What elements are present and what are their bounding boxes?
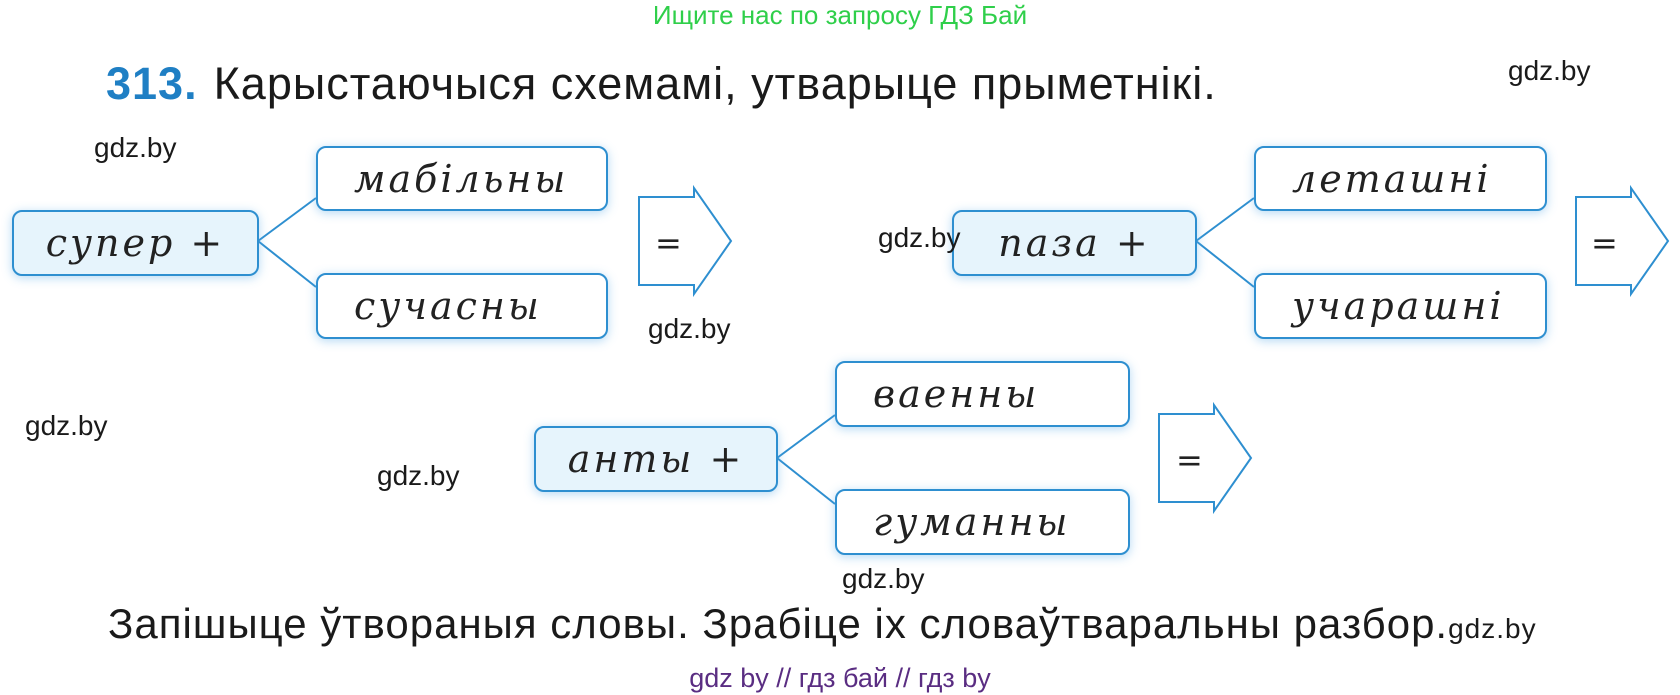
connector-line xyxy=(776,457,836,505)
watermark: gdz.by xyxy=(1448,613,1537,644)
prefix-box: супер + xyxy=(12,210,259,276)
connector-line xyxy=(776,414,836,459)
word-box: ваенны xyxy=(835,361,1130,427)
equals-sign: = xyxy=(1176,441,1203,479)
task-number: 313. xyxy=(106,58,198,109)
task-text: Карыстаючыся схемамі, утварыце прыметнік… xyxy=(213,58,1217,109)
equals-sign: = xyxy=(1591,224,1618,262)
connector-line xyxy=(257,240,317,288)
equals-arrow xyxy=(1575,184,1670,298)
banner-text: Ищите нас по запросу ГДЗ Бай xyxy=(652,0,1028,30)
word-box: сучасны xyxy=(316,273,608,339)
watermark: gdz.by xyxy=(842,563,925,594)
watermark: gdz.by xyxy=(25,410,108,441)
word-box: гуманны xyxy=(835,489,1130,555)
watermark: gdz.by xyxy=(1508,55,1591,86)
watermark: gdz.by xyxy=(377,460,460,491)
word-box: леташні xyxy=(1254,146,1547,211)
connector-line xyxy=(257,197,317,242)
prefix-box: паза + xyxy=(952,210,1197,276)
equals-arrow xyxy=(1158,401,1253,515)
equals-arrow xyxy=(638,184,733,298)
instruction-text: Запішыце ўтвораныя словы. Зрабіце іх сло… xyxy=(108,600,1537,648)
connector-line xyxy=(1195,197,1255,242)
watermark: gdz.by xyxy=(648,313,731,344)
prefix-box: анты + xyxy=(534,426,778,492)
footer-text: gdz by // гдз бай // гдз by xyxy=(689,663,991,693)
connector-line xyxy=(1195,240,1255,288)
task-heading: 313. Карыстаючыся схемамі, утварыце прыме… xyxy=(106,58,1217,110)
word-box: учарашні xyxy=(1254,273,1547,339)
watermark: gdz.by xyxy=(94,132,177,163)
watermark: gdz.by xyxy=(878,222,961,253)
equals-sign: = xyxy=(655,224,682,262)
instruction-sentence: Запішыце ўтвораныя словы. Зрабіце іх сло… xyxy=(108,600,1449,647)
word-box: мабільны xyxy=(316,146,608,211)
